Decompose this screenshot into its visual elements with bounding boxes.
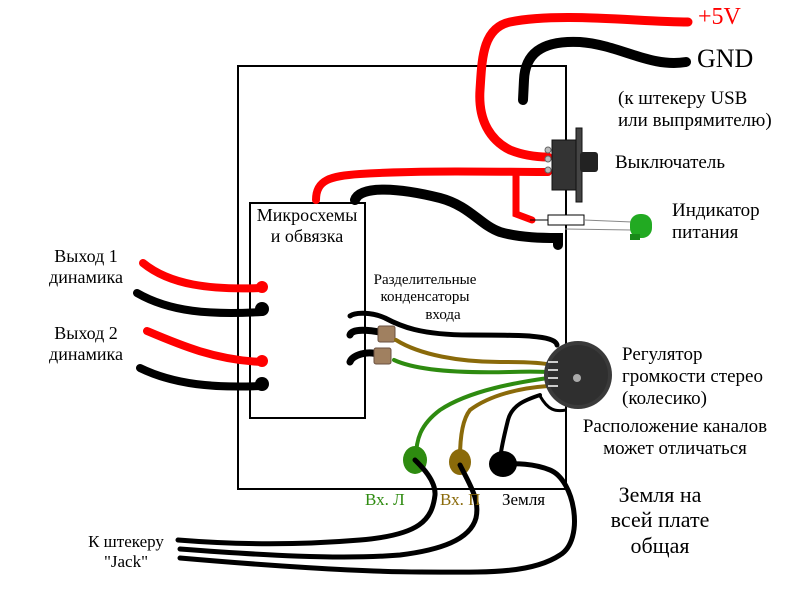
- jack-wire-left: [175, 457, 438, 547]
- output1-black-terminal: [255, 302, 269, 316]
- label-power-indicator: Индикатор питания: [672, 200, 760, 244]
- output2-line2: динамика: [49, 343, 123, 364]
- channel-note-line1: Расположение каналов: [582, 416, 768, 437]
- label-output2: Выход 2 динамика: [38, 323, 134, 364]
- label-channel-note: Расположение каналов может отличаться: [570, 416, 780, 460]
- label-input-left: Вх. Л: [365, 490, 405, 509]
- common-ground-line1: Земля на: [618, 482, 702, 507]
- wire-output1-red: [139, 259, 266, 293]
- resistor: [530, 214, 633, 231]
- volume-line1: Регулятор: [622, 344, 703, 365]
- capacitor-1: [377, 325, 396, 343]
- label-gnd: GND: [697, 44, 754, 73]
- volume-potentiometer: [544, 341, 612, 409]
- chip-box: [249, 202, 366, 419]
- label-switch: Выключатель: [615, 152, 726, 173]
- wire-cap-ground: [347, 310, 560, 348]
- jack-line2: "Jack": [103, 551, 149, 571]
- volume-line2: громкости стерео: [622, 365, 763, 387]
- common-ground-line2: всей плате: [610, 507, 710, 533]
- usb-note-line2: или выпрямителю): [618, 109, 772, 131]
- led: [630, 214, 652, 240]
- chips-line2: и обвязка: [270, 225, 344, 246]
- output2-line1: Выход 2: [54, 323, 118, 343]
- output2-red-terminal: [256, 355, 268, 367]
- pad-input-right: [449, 449, 471, 475]
- wire-gnd: [518, 36, 691, 105]
- wire-power-led: [512, 168, 536, 224]
- volume-line3: (колесико): [622, 387, 707, 409]
- capacitors-line1: Разделительные: [373, 272, 477, 288]
- wire-pot-left-in: [414, 376, 550, 460]
- main-board-outline: [237, 65, 567, 490]
- slide-switch: [544, 127, 598, 203]
- label-jack: К штекеру "Jack": [76, 532, 176, 571]
- capacitor-2: [373, 347, 392, 365]
- wire-cap2-left: [392, 358, 552, 375]
- wire-power-chip: [312, 167, 552, 204]
- capacitors-line3: входа: [425, 306, 461, 323]
- jack-wire-ground: [177, 461, 577, 575]
- jack-line1: К штекеру: [88, 532, 164, 551]
- channel-note-line2: может отличаться: [603, 437, 747, 459]
- label-output1: Выход 1 динамика: [38, 246, 134, 287]
- label-input-right: Вх. П: [440, 490, 481, 509]
- chips-line1: Микросхемы: [256, 205, 358, 225]
- output2-black-terminal: [255, 377, 269, 391]
- indicator-line2: питания: [672, 221, 739, 243]
- wire-output2-red: [143, 327, 266, 366]
- common-ground-line3: общая: [630, 532, 690, 558]
- label-ground: Земля: [502, 490, 546, 509]
- label-common-ground: Земля на всей плате общая: [590, 482, 730, 558]
- label-capacitors: Разделительные конденсаторы входа: [360, 272, 490, 324]
- wire-pot-ground-top: [538, 395, 567, 413]
- label-plus5v: +5V: [698, 4, 741, 30]
- wire-cap1-right: [394, 338, 552, 367]
- output1-red-terminal: [256, 281, 268, 293]
- output1-line1: Выход 1: [54, 246, 118, 266]
- usb-note-line1: (к штекеру USB: [618, 88, 748, 109]
- output1-line2: динамика: [49, 266, 123, 287]
- jack-wire-right: [177, 462, 480, 560]
- label-volume: Регулятор громкости стерео (колесико): [622, 344, 763, 410]
- wire-plus5v: [475, 13, 693, 162]
- wire-output1-black: [133, 289, 266, 317]
- label-usb-note: (к штекеру USB или выпрямителю): [618, 88, 772, 132]
- wire-output2-black: [136, 364, 266, 391]
- wire-pot-right-in: [458, 384, 550, 460]
- label-chips: Микросхемы и обвязка: [248, 205, 366, 246]
- wire-ground-chip: [350, 184, 563, 250]
- capacitors-line2: конденсаторы: [380, 289, 470, 306]
- indicator-line1: Индикатор: [672, 200, 760, 221]
